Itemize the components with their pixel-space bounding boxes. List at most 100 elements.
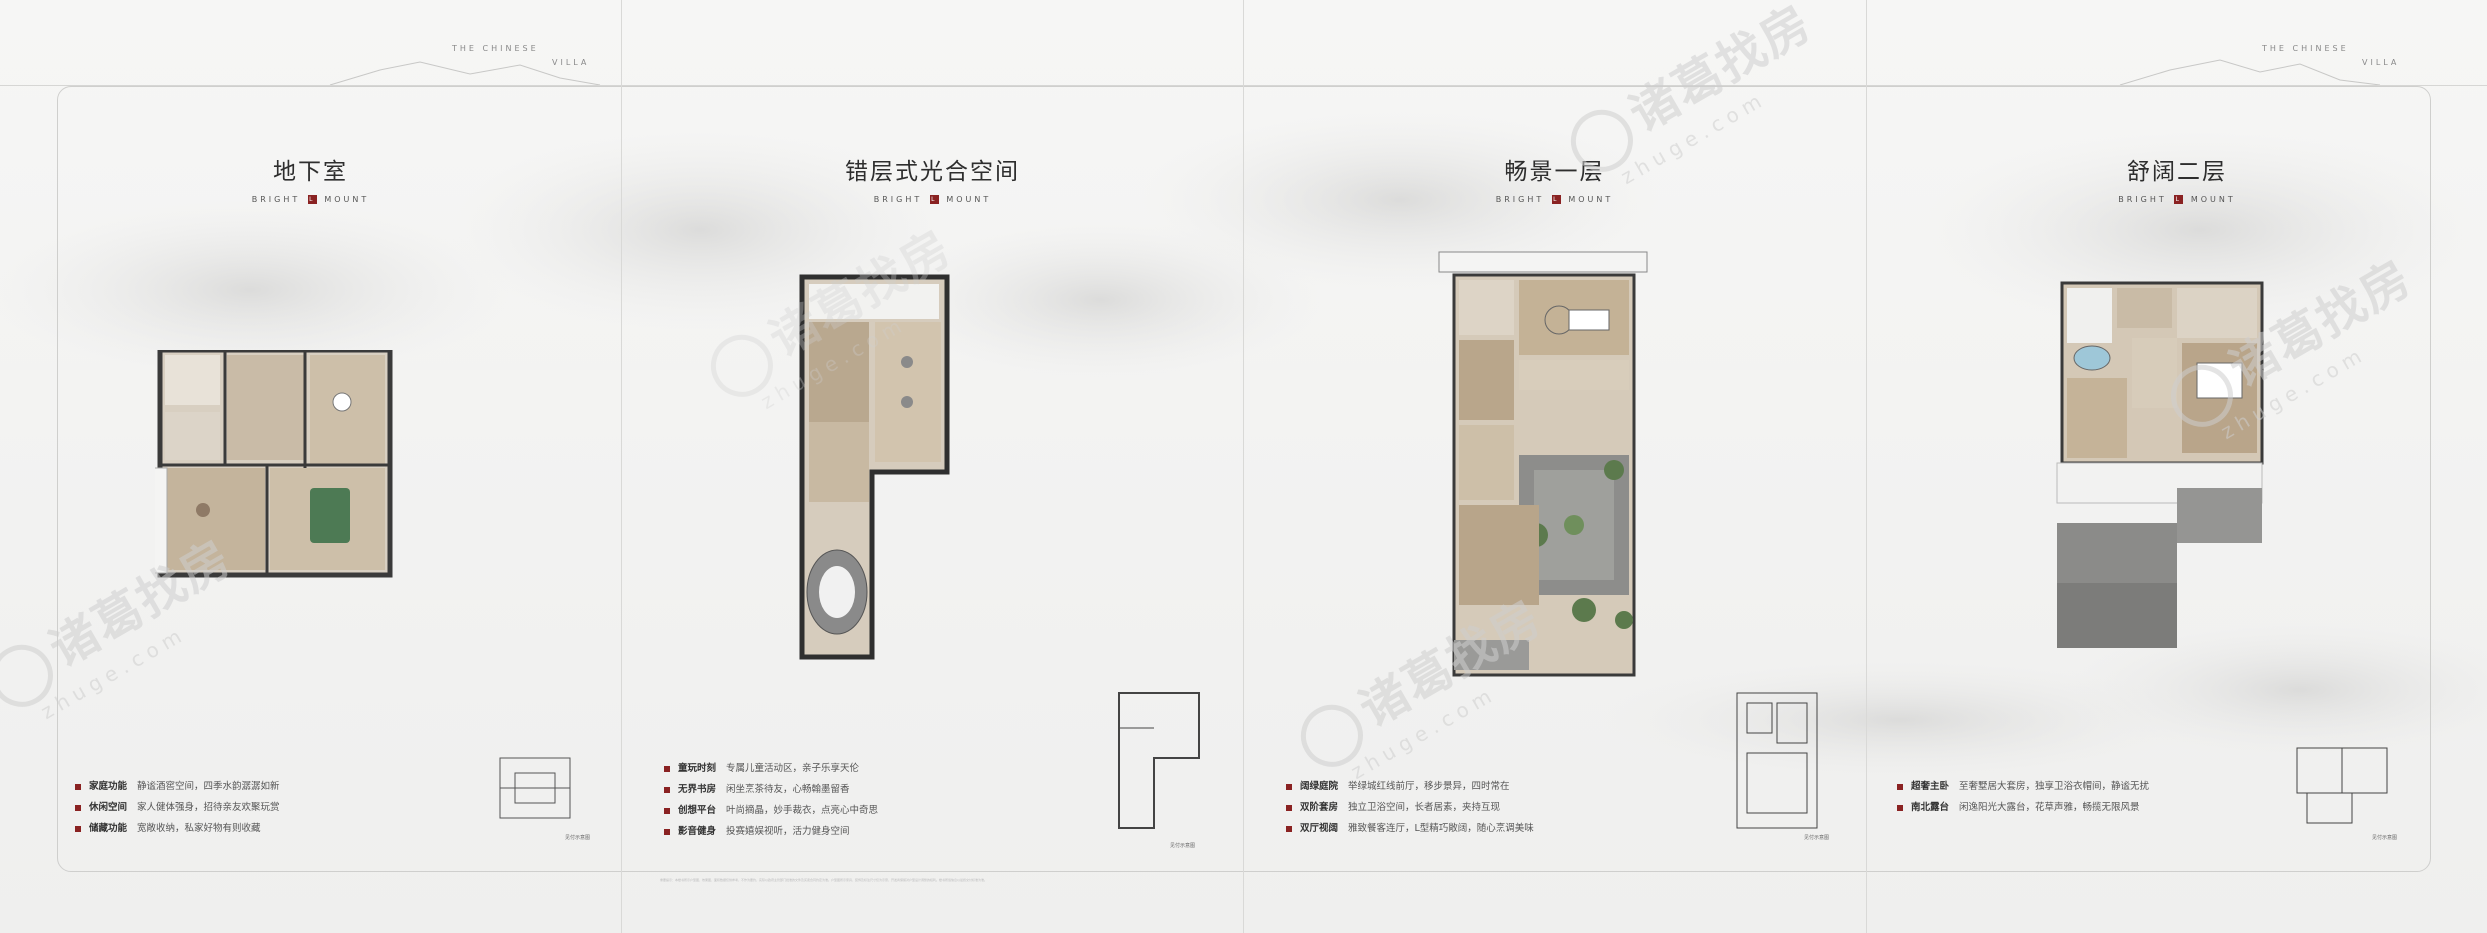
fold-divider-1	[621, 0, 622, 933]
brand-tag-left: THE CHINESE VILLA	[452, 42, 589, 70]
subtitle-left: BRIGHT	[251, 195, 301, 204]
feature-value: 叶尚摘晶，妙手裁衣，点亮心中奇思	[726, 805, 879, 816]
feature-list: 童玩时刻专属儿童活动区，亲子乐享天伦 无界书房闲坐烹茶待友，心畅翰墨留香 创想平…	[664, 758, 878, 842]
floor-plan-split-level	[799, 274, 950, 660]
panel-split-level: 错层式光合空间 BRIGHT L MOUNT 见付示意图 童玩时刻专属儿童活动区…	[622, 0, 1243, 933]
subtitle-mark: L	[307, 195, 317, 204]
feature-item: 休闲空间家人健体强身，招待亲友欢聚玩赏	[75, 797, 280, 818]
floor-plan-second-floor	[2056, 281, 2264, 648]
feature-value: 宽敞收纳，私家好物有则收藏	[137, 823, 261, 834]
feature-item: 阔绿庭院举绿城红线前厅，移步景异，四时常在	[1286, 776, 1534, 797]
key-plan-thumbnail	[1736, 692, 1818, 829]
bullet-icon	[1286, 825, 1292, 832]
feature-value: 家人健体强身，招待亲友欢聚玩赏	[137, 802, 280, 813]
feature-item: 童玩时刻专属儿童活动区，亲子乐享天伦	[664, 758, 878, 779]
feature-key: 阔绿庭院	[1300, 781, 1339, 792]
feature-key: 创想平台	[678, 805, 717, 816]
panel-title: 畅景一层	[1504, 159, 1605, 185]
feature-key: 家庭功能	[89, 781, 128, 792]
bullet-icon	[1286, 783, 1292, 790]
feature-item: 创想平台叶尚摘晶，妙手裁衣，点亮心中奇思	[664, 800, 878, 821]
feature-item: 双厅视阔雅致餐客连厅，L型精巧敞阔，随心烹调美味	[1286, 818, 1534, 839]
feature-key: 超奢主卧	[1911, 781, 1950, 792]
subtitle-right: MOUNT	[1568, 195, 1614, 204]
feature-key: 无界书房	[678, 784, 717, 795]
key-plan-label: 见付示意图	[565, 835, 591, 841]
key-plan-label: 见付示意图	[1804, 835, 1830, 841]
subtitle-right: MOUNT	[946, 195, 992, 204]
subtitle-left: BRIGHT	[2118, 195, 2167, 204]
feature-item: 双阶套房独立卫浴空间，长者居素，夹持互现	[1286, 797, 1534, 818]
key-plan-thumbnail	[2296, 747, 2388, 824]
feature-item: 超奢主卧至奢墅居大套房，独享卫浴衣帽间，静谧无扰	[1897, 776, 2149, 797]
content-frame	[57, 86, 2431, 872]
feature-value: 闲逸阳光大露台，花草声雅，畅揽无限风景	[1959, 802, 2140, 813]
bullet-icon	[664, 786, 670, 793]
subtitle-right: MOUNT	[324, 195, 370, 204]
brand-tag-line2: VILLA	[2362, 58, 2400, 67]
feature-item: 影音健身投赛嬉娱视听，活力健身空间	[664, 821, 878, 842]
feature-item: 储藏功能宽敞收纳，私家好物有则收藏	[75, 818, 280, 839]
subtitle-right: MOUNT	[2190, 195, 2236, 204]
feature-value: 投赛嬉娱视听，活力健身空间	[726, 826, 850, 837]
brand-tag-right: THE CHINESE VILLA	[2262, 42, 2399, 70]
panel-basement: 地下室 BRIGHT L MOUNT 见付示	[0, 0, 621, 933]
feature-value: 闲坐烹茶待友，心畅翰墨留香	[726, 784, 850, 795]
key-plan-thumbnail	[1118, 692, 1200, 829]
bullet-icon	[664, 828, 670, 835]
feature-key: 双阶套房	[1300, 802, 1339, 813]
feature-key: 南北露台	[1911, 802, 1950, 813]
feature-list: 家庭功能静谧酒窖空间，四季水韵潺潺如新 休闲空间家人健体强身，招待亲友欢聚玩赏 …	[75, 776, 280, 839]
bullet-icon	[664, 807, 670, 814]
feature-key: 童玩时刻	[678, 763, 717, 774]
panel-title: 地下室	[273, 159, 348, 185]
feature-key: 影音健身	[678, 826, 717, 837]
bullet-icon	[75, 825, 81, 832]
floor-plan-basement	[155, 350, 393, 578]
feature-value: 至奢墅居大套房，独享卫浴衣帽间，静谧无扰	[1959, 781, 2150, 792]
feature-key: 双厅视阔	[1300, 823, 1339, 834]
key-plan-label: 见付示意图	[2372, 835, 2398, 841]
feature-list: 超奢主卧至奢墅居大套房，独享卫浴衣帽间，静谧无扰 南北露台闲逸阳光大露台，花草声…	[1897, 776, 2149, 818]
feature-key: 储藏功能	[89, 823, 128, 834]
fold-divider-2	[1243, 0, 1244, 933]
subtitle-mark: L	[1551, 195, 1561, 204]
fold-divider-3	[1866, 0, 1867, 933]
brand-tag-line1: THE CHINESE	[2262, 44, 2349, 53]
panel-subtitle: BRIGHT L MOUNT	[1244, 195, 1865, 204]
feature-item: 无界书房闲坐烹茶待友，心畅翰墨留香	[664, 779, 878, 800]
bullet-icon	[1897, 804, 1903, 811]
footer-disclaimer: 重要提示：本楼书所示户型图、效果图、面积数据仅供参考，不作为要约，实际以政府主管…	[660, 878, 988, 882]
subtitle-mark: L	[2174, 195, 2184, 204]
feature-value: 专属儿童活动区，亲子乐享天伦	[726, 763, 860, 774]
subtitle-left: BRIGHT	[873, 195, 923, 204]
panel-subtitle: BRIGHT L MOUNT	[0, 195, 621, 204]
panel-ground-floor: 畅景一层 BRIGHT L MOUNT	[1244, 0, 1865, 933]
panel-subtitle: BRIGHT L MOUNT	[622, 195, 1243, 204]
feature-value: 独立卫浴空间，长者居素，夹持互现	[1348, 802, 1501, 813]
subtitle-mark: L	[929, 195, 939, 204]
feature-value: 静谧酒窖空间，四季水韵潺潺如新	[137, 781, 280, 792]
feature-value: 雅致餐客连厅，L型精巧敞阔，随心烹调美味	[1348, 823, 1534, 834]
key-plan-thumbnail	[499, 757, 571, 819]
bullet-icon	[75, 783, 81, 790]
bullet-icon	[1897, 783, 1903, 790]
bullet-icon	[664, 765, 670, 772]
feature-item: 南北露台闲逸阳光大露台，花草声雅，畅揽无限风景	[1897, 797, 2149, 818]
bullet-icon	[1286, 804, 1292, 811]
bullet-icon	[75, 804, 81, 811]
feature-item: 家庭功能静谧酒窖空间，四季水韵潺潺如新	[75, 776, 280, 797]
feature-value: 举绿城红线前厅，移步景异，四时常在	[1348, 781, 1510, 792]
panel-title: 错层式光合空间	[845, 159, 1020, 185]
panel-second-floor: 舒阔二层 BRIGHT L MOUNT 见付示意图	[1867, 0, 2487, 933]
floor-plan-ground-floor	[1438, 251, 1648, 677]
panel-subtitle: BRIGHT L MOUNT	[1867, 195, 2487, 204]
panel-title: 舒阔二层	[2127, 159, 2227, 185]
subtitle-left: BRIGHT	[1495, 195, 1545, 204]
key-plan-label: 见付示意图	[1170, 843, 1196, 849]
brand-tag-line1: THE CHINESE	[452, 44, 539, 53]
brand-tag-line2: VILLA	[552, 58, 590, 67]
feature-key: 休闲空间	[89, 802, 128, 813]
feature-list: 阔绿庭院举绿城红线前厅，移步景异，四时常在 双阶套房独立卫浴空间，长者居素，夹持…	[1286, 776, 1534, 839]
